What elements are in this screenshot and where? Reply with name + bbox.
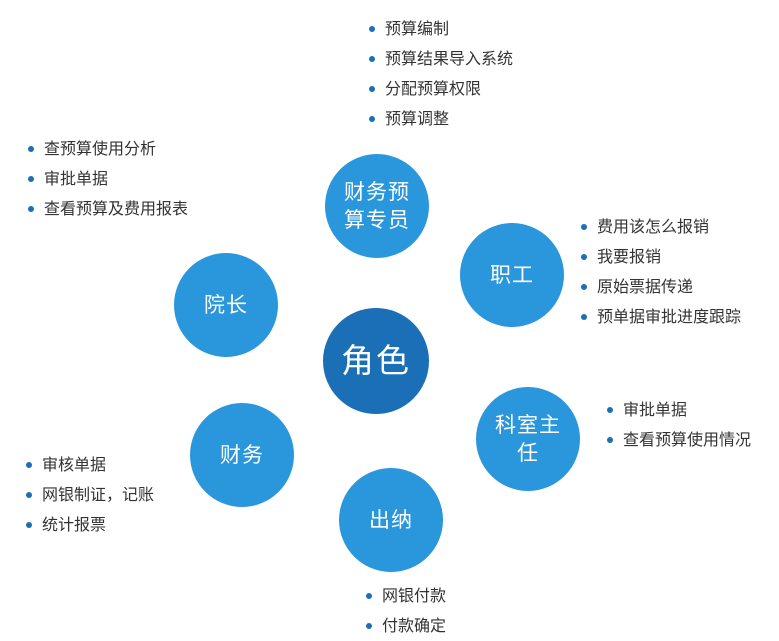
node-label-line2: 算专员 — [344, 208, 410, 232]
list-item: 网银制证，记账 — [26, 480, 154, 510]
node-label: 职工 — [490, 262, 534, 287]
list-item: 预单据审批进度跟踪 — [581, 302, 741, 332]
list-item: 审批单据 — [607, 395, 751, 425]
list-item: 审批单据 — [28, 164, 188, 194]
list-item: 预算编制 — [369, 14, 513, 44]
list-finance: 审核单据 网银制证，记账 统计报票 — [26, 450, 154, 540]
node-finance-specialist: 财务预 算专员 — [325, 154, 429, 258]
node-finance: 财务 — [190, 403, 294, 507]
list-item: 查看预算及费用报表 — [28, 194, 188, 224]
node-label-line1: 财务预 — [344, 179, 410, 204]
center-node-role: 角色 — [323, 308, 429, 414]
node-employee: 职工 — [460, 223, 564, 327]
list-finance-specialist: 预算编制 预算结果导入系统 分配预算权限 预算调整 — [369, 14, 513, 134]
node-label: 院长 — [204, 292, 248, 317]
list-item: 原始票据传递 — [581, 272, 741, 302]
list-item: 统计报票 — [26, 510, 154, 540]
list-item: 费用该怎么报销 — [581, 212, 741, 242]
list-item: 审核单据 — [26, 450, 154, 480]
node-label: 财务 — [220, 442, 264, 467]
list-item: 付款确定 — [366, 611, 446, 641]
list-employee: 费用该怎么报销 我要报销 原始票据传递 预单据审批进度跟踪 — [581, 212, 741, 332]
list-item: 预算结果导入系统 — [369, 44, 513, 74]
node-label: 出纳 — [369, 507, 413, 532]
list-item: 分配预算权限 — [369, 74, 513, 104]
node-dean: 院长 — [174, 253, 278, 357]
list-item: 我要报销 — [581, 242, 741, 272]
list-item: 查看预算使用情况 — [607, 425, 751, 455]
node-cashier: 出纳 — [339, 468, 443, 572]
node-label-line2: 任 — [517, 441, 539, 465]
list-cashier: 网银付款 付款确定 — [366, 581, 446, 641]
list-item: 网银付款 — [366, 581, 446, 611]
list-item: 预算调整 — [369, 104, 513, 134]
list-item: 查预算使用分析 — [28, 134, 188, 164]
node-section-head: 科室主 任 — [476, 387, 580, 491]
node-label-line1: 科室主 — [495, 412, 561, 437]
list-section-head: 审批单据 查看预算使用情况 — [607, 395, 751, 455]
center-label: 角色 — [341, 340, 411, 380]
list-dean: 查预算使用分析 审批单据 查看预算及费用报表 — [28, 134, 188, 224]
